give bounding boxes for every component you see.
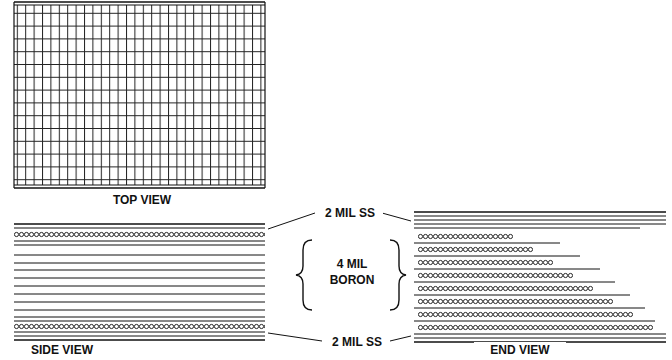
view-title: SIDE VIEW: [16, 342, 108, 358]
layer-label: 2 MIL SS: [317, 205, 383, 221]
leaders-and-braces: [268, 213, 411, 341]
top-view: [14, 2, 265, 188]
layer-label: 2 MIL SS: [324, 334, 390, 350]
end-view: [414, 212, 666, 342]
layer-label: 4 MIL BORON: [322, 256, 382, 288]
view-title: END VIEW: [474, 342, 566, 358]
view-title: TOP VIEW: [96, 192, 188, 208]
side-view: [14, 224, 265, 340]
